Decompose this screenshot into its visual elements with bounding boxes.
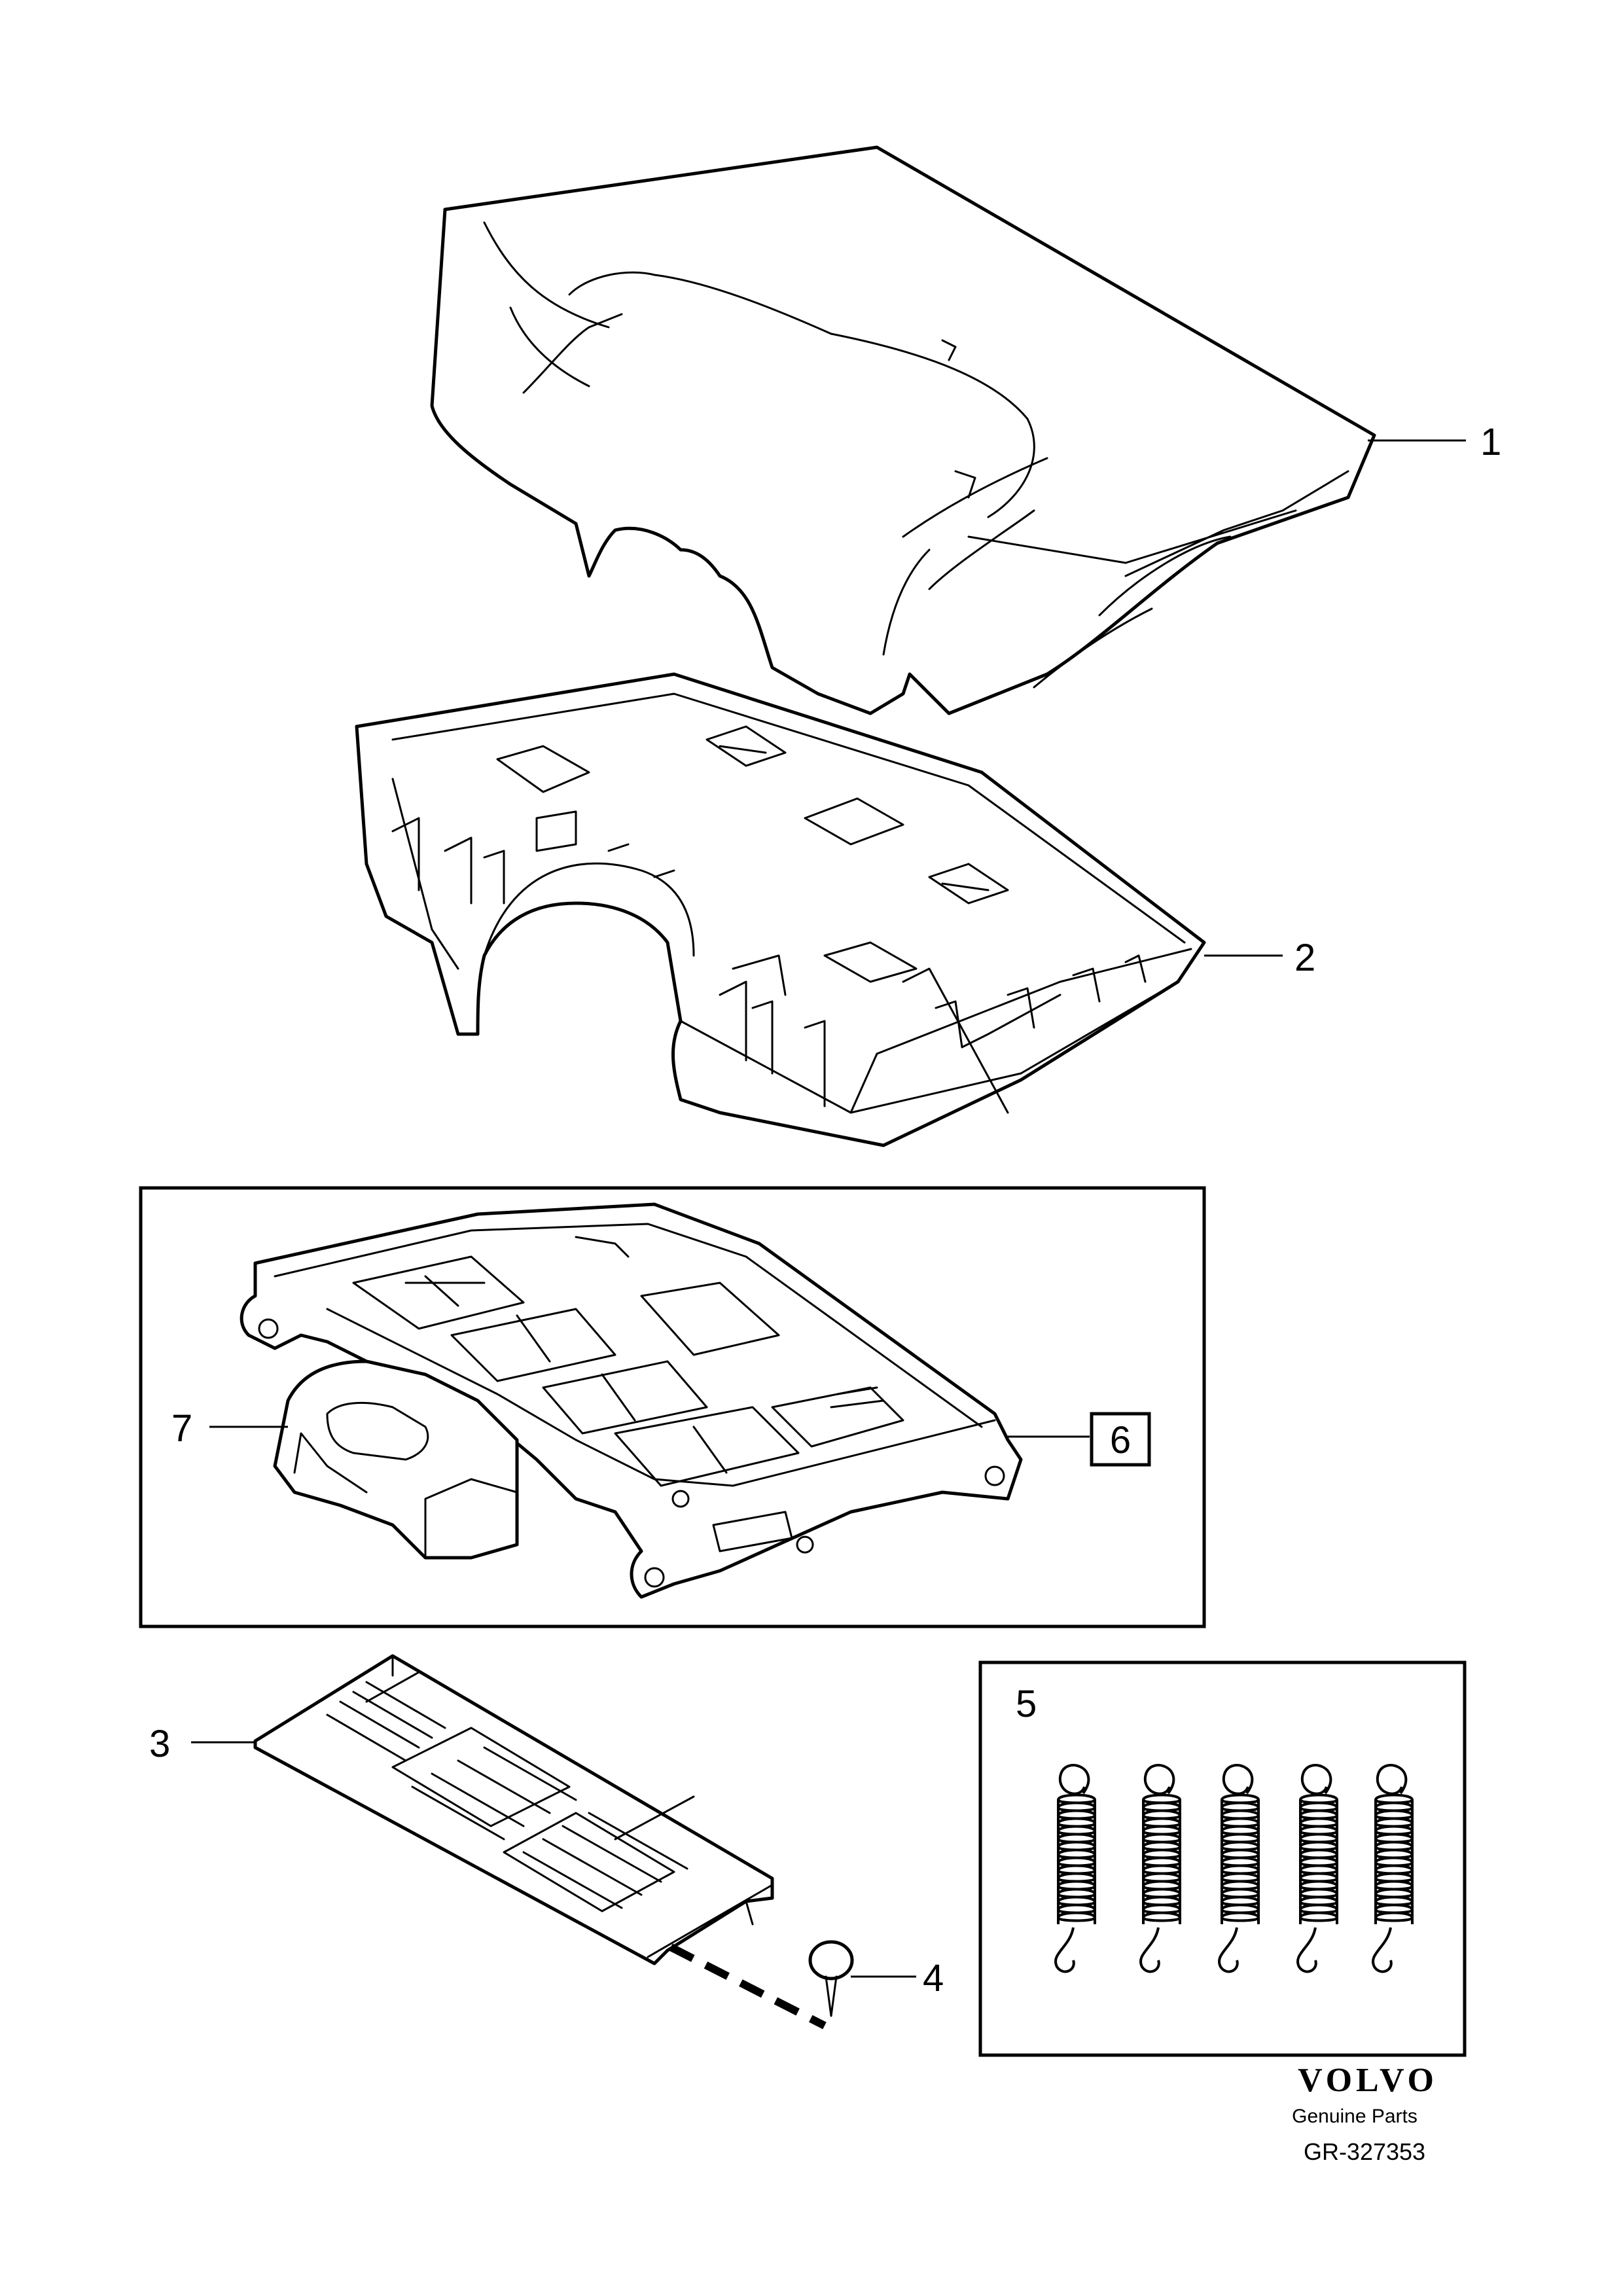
spring-coil (1054, 1764, 1097, 1973)
callout-7: 7 (171, 1407, 192, 1450)
seat-cushion-frame (355, 672, 1206, 1147)
spring-coil (1139, 1764, 1182, 1973)
callout-3: 3 (149, 1723, 170, 1765)
push-clip (808, 1940, 854, 2017)
drawing-reference: GR-327353 (1304, 2138, 1425, 2165)
spring-coil (1296, 1764, 1339, 1973)
tension-spring (1296, 1764, 1339, 1973)
spring-coil (1372, 1764, 1414, 1973)
callout-2: 2 (1294, 937, 1315, 979)
springs-box (978, 1660, 1467, 2057)
heating-mat (253, 1654, 774, 1965)
tension-spring (1218, 1764, 1260, 1973)
callout-5: 5 (1016, 1683, 1037, 1725)
spring-coil (1218, 1764, 1260, 1973)
volvo-logo: VOLVO (1298, 2062, 1438, 2099)
tension-spring (1139, 1764, 1182, 1973)
callout-6: 6 (1110, 1419, 1131, 1462)
tension-spring (1372, 1764, 1414, 1973)
seat-frame (240, 1202, 1023, 1599)
genuine-parts-label: Genuine Parts (1292, 2106, 1418, 2127)
seat-cushion-cover (430, 145, 1376, 715)
callout-6-frame (1090, 1412, 1151, 1467)
tension-spring (1054, 1764, 1097, 1973)
side-trim-cover (273, 1359, 519, 1560)
callout-4: 4 (923, 1957, 944, 2000)
tension-springs (1054, 1764, 1414, 1973)
callout-1: 1 (1480, 421, 1501, 463)
assembly-6-box (139, 1186, 1206, 1628)
attachment-dashed-line (669, 1943, 827, 2030)
